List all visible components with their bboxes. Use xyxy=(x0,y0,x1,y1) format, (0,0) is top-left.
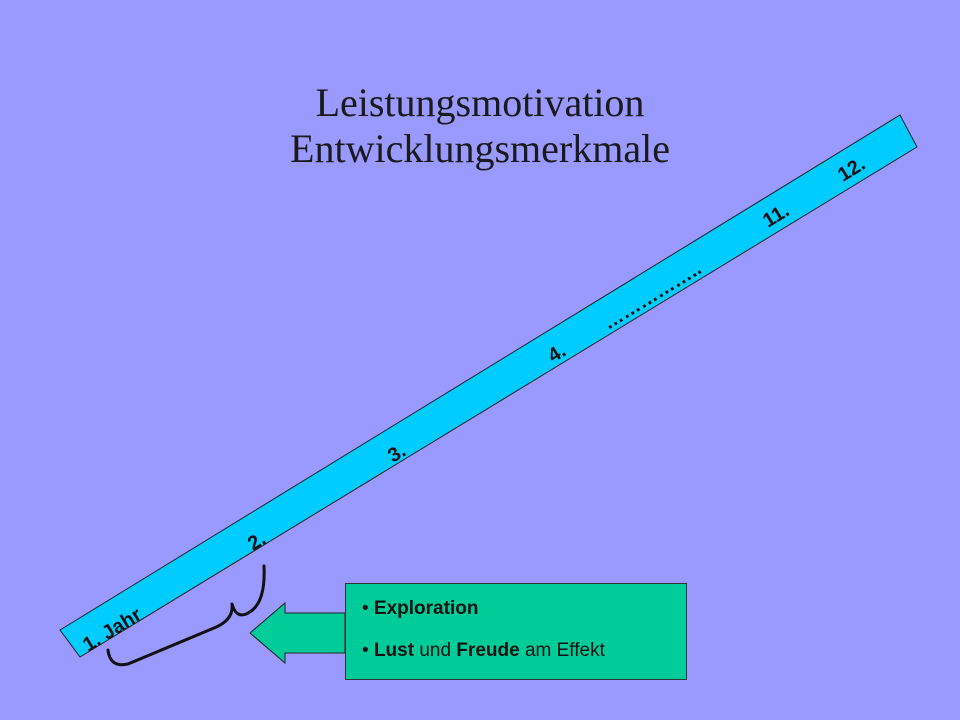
bullet: • xyxy=(362,640,369,661)
bullet: • xyxy=(362,598,369,619)
info-item-2-word-lust: Lust xyxy=(373,640,415,661)
info-item-exploration: • Exploration xyxy=(362,598,478,620)
info-item-2-word-am-effekt: am Effekt xyxy=(524,640,605,661)
title-line-2: Entwicklungsmerkmale xyxy=(290,126,670,171)
title-line-1: Leistungsmotivation xyxy=(315,80,645,125)
info-item-2-word-und: und xyxy=(419,640,452,661)
timeline-bar xyxy=(59,114,918,658)
arrow-left xyxy=(249,601,346,665)
info-box: • Exploration • Lust und Freude am Effek… xyxy=(345,583,687,680)
info-item-lust-freude: • Lust und Freude am Effekt xyxy=(362,640,605,662)
slide-title: Leistungsmotivation Entwicklungsmerkmale xyxy=(0,80,960,172)
curly-brace xyxy=(106,564,266,667)
info-item-1-text: Exploration xyxy=(373,598,479,619)
info-item-2-word-freude: Freude xyxy=(456,640,520,661)
